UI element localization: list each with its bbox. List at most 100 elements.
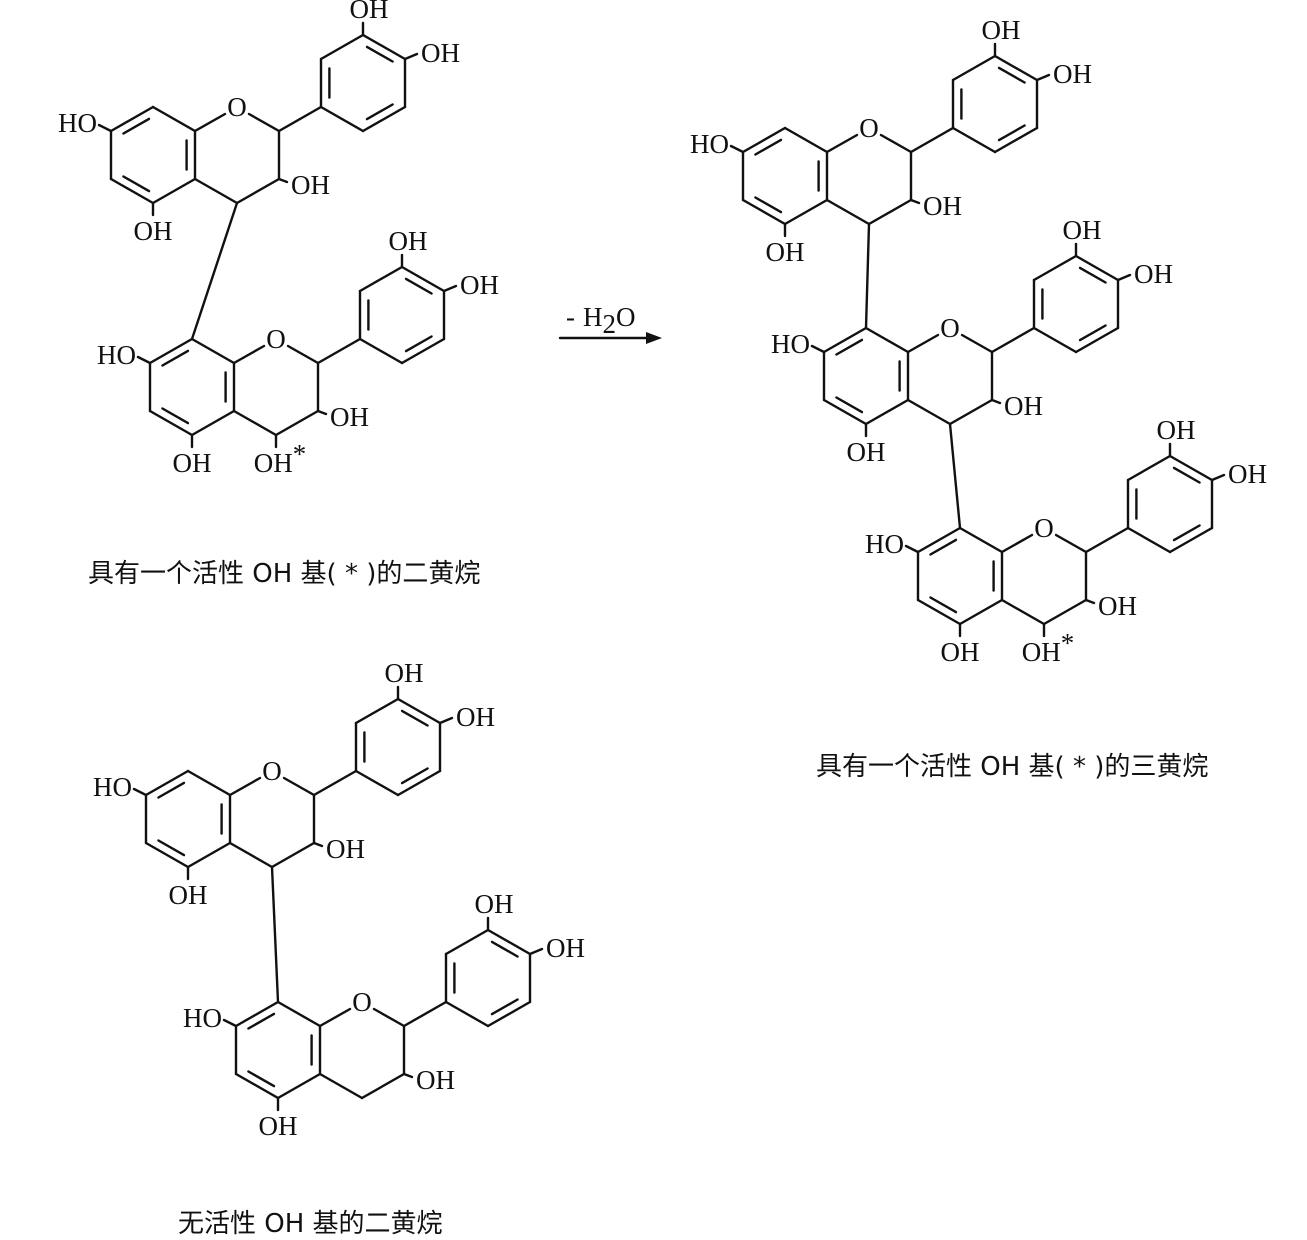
ring-b-bond [358, 337, 404, 365]
oh-bond [438, 716, 454, 725]
hydroxyl-4prime-label: OH [1228, 459, 1267, 489]
arrowhead [646, 332, 662, 344]
ring-b-bond [361, 33, 407, 61]
ring-oxygen-label: O [859, 113, 879, 143]
double-bond-line [247, 1012, 276, 1030]
ring-b-bond [319, 33, 365, 61]
ring-b-bond [1168, 526, 1214, 554]
ring-b-bond [358, 265, 404, 293]
hydroxyl-3-label-text: OH [416, 1065, 455, 1095]
water-h: H [583, 302, 603, 332]
ring-a-bond [148, 409, 194, 437]
double-bond-line [157, 781, 186, 799]
double-bond-line [997, 66, 1026, 84]
hydroxyl-3-label: OH [923, 191, 962, 221]
active-hydroxyl-label: OH* [254, 439, 307, 478]
active-hydroxyl-label-text: * [293, 439, 307, 469]
ring-a-bond [822, 398, 868, 426]
active-hydroxyl-label-text: * [1061, 628, 1075, 658]
hydroxyl-4prime-label-text: OH [1228, 459, 1267, 489]
ring-c-bond [193, 177, 239, 205]
hydroxyl-3-label-text: OH [291, 170, 330, 200]
ring-c-bond [232, 409, 278, 437]
double-bond-line [1172, 466, 1201, 484]
hydroxyl-5-label: OH [847, 437, 886, 467]
hydroxyl-3prime-label: OH [475, 889, 514, 919]
double-bond-line [365, 45, 394, 63]
ring-a-bond [276, 1000, 322, 1028]
double-bond-line [157, 839, 186, 857]
active-hydroxyl-label: OH* [1022, 628, 1075, 667]
ring-c-bond [867, 198, 913, 226]
ring-b-link [402, 1000, 448, 1028]
hydroxyl-5-label: OH [173, 448, 212, 478]
ring-a-bond [916, 598, 962, 626]
ring-a-bond [190, 409, 236, 437]
ring-c-bond [825, 133, 859, 154]
double-bond-line [161, 407, 190, 425]
oh-bond [1084, 598, 1096, 605]
ring-a-bond [148, 337, 194, 365]
oh-bond [316, 409, 328, 416]
ring-c-bond [286, 344, 320, 365]
oh-bond [528, 947, 544, 956]
ring-b-bond [400, 337, 446, 365]
ring-oxygen-label: O [940, 313, 960, 343]
ring-c-bond [228, 776, 262, 797]
hydroxyl-5-label-text: OH [259, 1111, 298, 1141]
hydroxyl-3-label: OH [291, 170, 330, 200]
ring-b-bond [951, 54, 997, 82]
double-bond-line [929, 538, 958, 556]
double-bond-line [365, 103, 394, 121]
hydroxyl-7-label: HO [97, 340, 136, 370]
hydroxyl-7-label-text: HO [97, 340, 136, 370]
ring-a-bond [234, 1072, 280, 1100]
hydroxyl-3-label-text: OH [326, 834, 365, 864]
ring-b-bond [444, 928, 490, 956]
ring-b-bond [319, 105, 365, 133]
hydroxyl-4prime-label-text: OH [1053, 59, 1092, 89]
ring-a-bond [144, 841, 190, 869]
ring-b-bond [993, 54, 1039, 82]
hydroxyl-4prime-label-text: OH [460, 270, 499, 300]
ring-c-bond [906, 333, 940, 354]
ring-oxygen-label: O [227, 92, 247, 122]
ring-b-bond [1032, 326, 1078, 354]
hydroxyl-3prime-label-text: OH [389, 226, 428, 256]
oh-bond [277, 177, 289, 184]
hydroxyl-7-label: HO [690, 129, 729, 159]
hydroxyl-4prime-label: OH [1134, 259, 1173, 289]
oh-bond [402, 1072, 414, 1079]
hydroxyl-7-label: HO [865, 529, 904, 559]
active-hydroxyl-label-text: OH [254, 448, 293, 478]
ring-a-bond [109, 177, 155, 205]
double-bond-line [122, 117, 151, 135]
ring-oxygen-label-text: O [352, 987, 372, 1017]
ring-a-bond [741, 198, 787, 226]
ring-a-bond [109, 105, 155, 133]
oh-bond [810, 344, 826, 354]
hydroxyl-3-label-text: OH [923, 191, 962, 221]
ring-a-bond [186, 769, 232, 797]
hydroxyl-5-label-text: OH [134, 216, 173, 246]
ring-b-bond [1126, 526, 1172, 554]
ring-oxygen-label: O [262, 756, 282, 786]
hydroxyl-5-label: OH [134, 216, 173, 246]
ring-c-bond [1000, 598, 1046, 626]
ring-a-bond [151, 105, 197, 133]
ring-a-bond [234, 1000, 280, 1028]
oh-bond [222, 1018, 238, 1028]
double-bond-line [1172, 524, 1201, 542]
ring-oxygen-label-text: O [266, 324, 286, 354]
ring-b-bond [486, 928, 532, 956]
ring-b-bond [444, 1000, 490, 1028]
hydroxyl-3-label: OH [416, 1065, 455, 1095]
hydroxyl-4prime-label: OH [456, 702, 495, 732]
ring-b-link [312, 769, 358, 797]
ring-c-bond [879, 133, 913, 154]
caption-dimer-inactive: 无活性 OH 基的二黄烷 [178, 1209, 443, 1239]
ring-c-bond [193, 112, 227, 133]
